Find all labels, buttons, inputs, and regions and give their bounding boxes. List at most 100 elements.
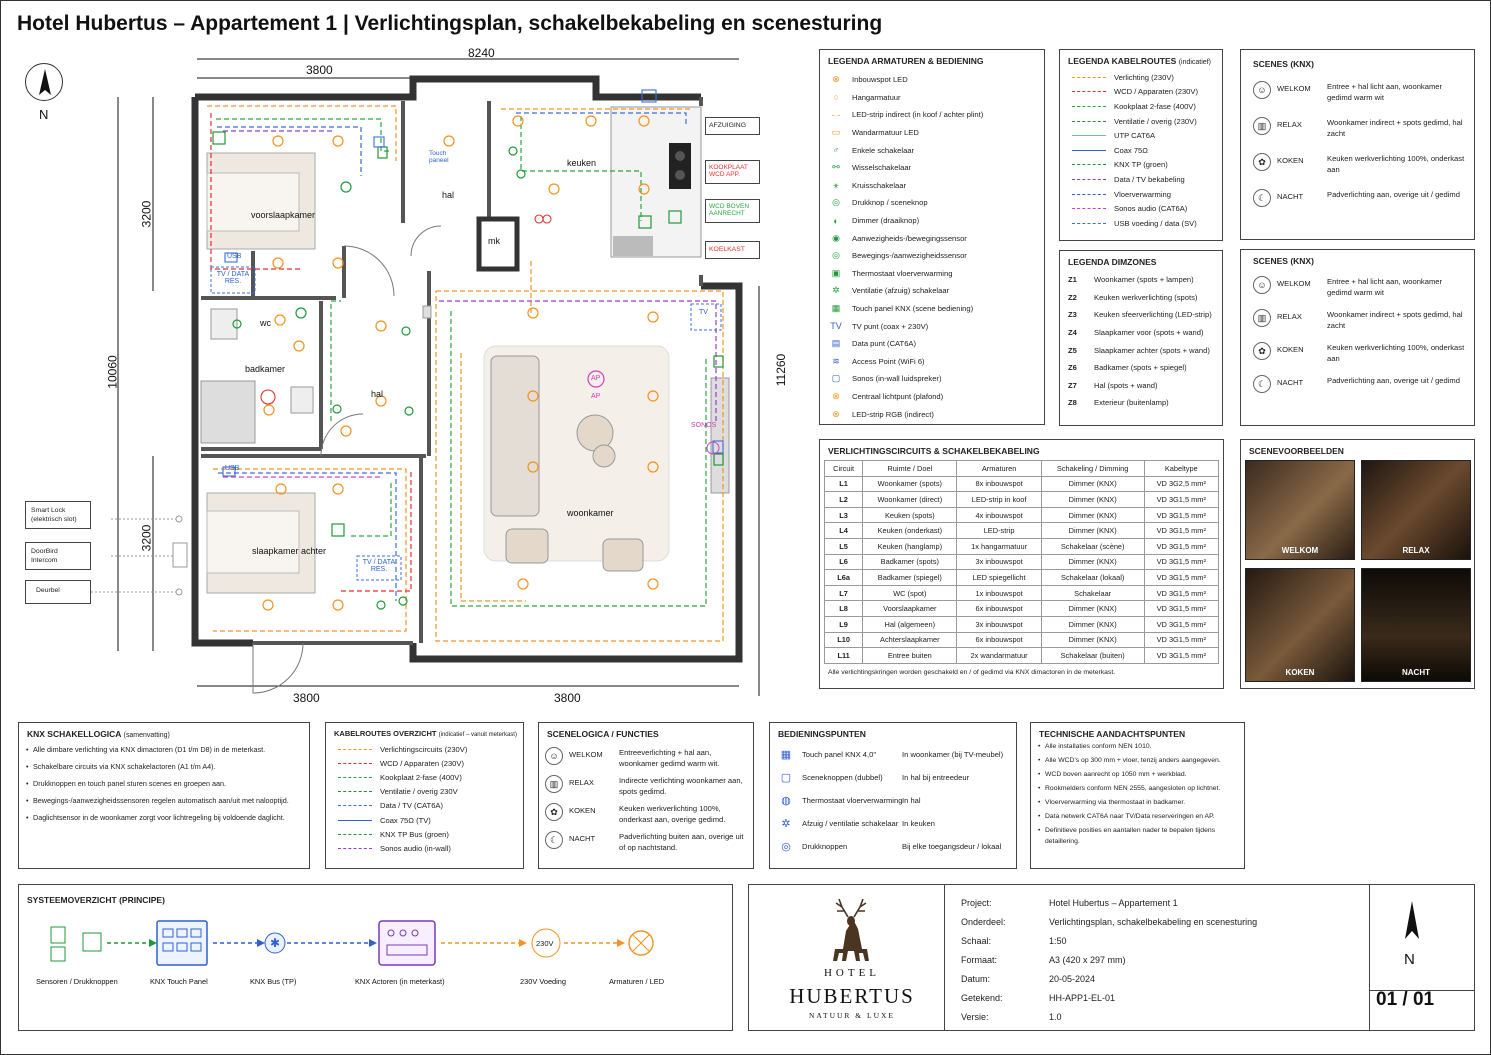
tb-north-arrow-icon (1405, 901, 1419, 939)
title-block: HOTEL HUBERTUS NATUUR & LUXE Project:Hot… (748, 884, 1475, 1031)
legend-armatuur-label: Touch panel KNX (scene bediening) (852, 304, 974, 314)
cable-legend-label: Data / TV bekabeling (1114, 174, 1185, 184)
bullet-item: •Alle WCD's op 300 mm + vloer, tenzij an… (1031, 755, 1244, 766)
room-badkamer: badkamer (245, 364, 286, 374)
dim-left-upper: 3200 (139, 200, 154, 228)
cable-legend-row: KNX TP Bus (groen) (326, 827, 523, 841)
cable-legend-label: KNX TP (groen) (1114, 160, 1168, 170)
legend-armatuur-icon: ⚹ (833, 179, 839, 190)
scenelogica-title: SCENELOGICA / FUNCTIES (547, 729, 659, 739)
circuits-cell: Schakelaar (scène) (1040, 537, 1145, 555)
circuits-cell: VD 3G1,5 mm² (1143, 522, 1220, 539)
circuits-title: VERLICHTINGSCIRCUITS & SCHAKELBEKABELING (828, 446, 1040, 456)
circuits-cell: L3 (823, 506, 864, 524)
bediening-row: ▢Sceneknoppen (dubbel)In hal bij entreed… (770, 766, 1016, 789)
circuits-cell: 6x inbouwspot (956, 631, 1042, 649)
kabelroutes-panel: KABELROUTES OVERZICHT (indicatief – vanu… (325, 722, 524, 869)
scene-name: KOKEN (1277, 156, 1304, 165)
cable-legend-label: Ventilatie / overig (230V) (1114, 116, 1197, 126)
cable-legend-row: Data / TV (CAT6A) (326, 799, 523, 813)
scene-name: RELAX (569, 778, 594, 787)
legend-armatuur-icon: ◐ (833, 215, 839, 226)
circuits-cell: Woonkamer (spots) (862, 475, 958, 493)
scenes-1-title: SCENES (KNX) (1253, 59, 1314, 69)
cable-legend-row: UTP CAT6A (1060, 128, 1222, 143)
cable-legend-label: Verlichting (230V) (1114, 72, 1174, 82)
legend-armatuur-label: Kruisschakelaar (852, 180, 907, 190)
bediening-title: BEDIENINGSPUNTEN (778, 729, 866, 739)
knx-logic-list: •Alle dimbare verlichting via KNX dimact… (19, 743, 309, 825)
legend-armatuur-icon: ⚯ (832, 162, 840, 173)
legend-armatuur-row: ◉Aanwezigheids-/bewegingssensor (820, 229, 1044, 247)
bullet-dot: • (1038, 743, 1041, 750)
scene-desc: Woonkamer indirect + spots gedimd, hal z… (1327, 118, 1463, 138)
legend-kabel-title: LEGENDA KABELROUTES (1068, 56, 1177, 66)
legend-armatuur-label: Bewegings-/aanwezigheidssensor (852, 251, 967, 261)
circuits-cell: 6x inbouwspot (956, 600, 1042, 617)
dim-left-total: 10060 (105, 355, 120, 389)
circuits-cell: Woonkamer (direct) (862, 491, 958, 508)
scene-icon: ☾ (1253, 375, 1271, 393)
node-knx-actoren: KNX Actoren (in meterkast) (355, 977, 445, 986)
circuits-cell: Entree buiten (862, 647, 958, 664)
circuits-header-cell: Ruimte / Doel (862, 460, 958, 477)
circuits-cell: L6a (823, 569, 864, 586)
legend-armatuur-icon: - - (831, 109, 841, 120)
legend-armatuur-row: ◎Drukknop / sceneknop (820, 194, 1044, 212)
scene-name: WELKOM (1277, 84, 1311, 93)
legend-armatuur-icon: ✲ (832, 285, 840, 296)
cable-legend-row: Ventilatie / overig (230V) (1060, 114, 1222, 129)
bediening-label: Drukknoppen (802, 842, 848, 851)
scene-row: ☺ WELKOM Entree + hal licht aan, woonkamer… (1245, 73, 1474, 109)
circuits-cell: VD 3G1,5 mm² (1143, 647, 1220, 664)
ap-label-2: AP (591, 393, 601, 400)
scene-icon: ☺ (1253, 276, 1271, 294)
scene-name: KOKEN (1277, 345, 1304, 354)
room-hal-mid: hal (371, 389, 384, 399)
legend-armatuur-label: Hangarmatuur (852, 92, 901, 102)
cable-legend-label: USB voeding / data (SV) (1114, 218, 1197, 228)
bullet-dot: • (1038, 785, 1041, 792)
bediening-location: In hal bij entreedeur (902, 773, 970, 782)
legend-armatuur-label: Ventilatie (afzuig) schakelaar (852, 286, 950, 296)
cable-line-swatch (1072, 120, 1106, 122)
legend-armatuur-icon: ○ (833, 92, 839, 103)
circuits-cell: VD 3G1,5 mm² (1143, 631, 1220, 649)
cable-legend-row: Data / TV bekabeling (1060, 172, 1222, 187)
cable-legend-row: KNX TP (groen) (1060, 158, 1222, 173)
cable-legend-row: Coax 75Ω (TV) (326, 813, 523, 827)
cable-line-swatch (338, 762, 372, 764)
cable-legend-label: Coax 75Ω (TV) (380, 815, 431, 825)
scene-desc: Entree + hal licht aan, woonkamer gedimd… (1327, 82, 1443, 102)
technisch-list: •Alle installaties conform NEN 1010.•All… (1031, 741, 1244, 847)
room-wc: wc (260, 318, 271, 328)
circuits-cell: Schakelaar (1040, 584, 1145, 602)
circuits-cell: Dimmer (KNX) (1040, 475, 1145, 493)
scene-icon: ☺ (1253, 81, 1271, 99)
dimzone-code: Z1 (1068, 275, 1077, 285)
legend-armatuur-icon: TV (830, 321, 842, 332)
bullet-text: Alle WCD's op 300 mm + vloer, tenzij and… (1045, 757, 1221, 764)
svg-text:✱: ✱ (270, 936, 280, 950)
circuits-header-cell: Circuit (823, 460, 864, 477)
circuits-cell: Achterslaapkamer (862, 631, 958, 649)
title-block-value: Verlichtingsplan, schakelbekabeling en s… (1049, 916, 1258, 927)
sheet-number: 01 / 01 (1376, 989, 1435, 1010)
legend-armatuur-label: Dimmer (draaiknop) (852, 216, 920, 226)
systeem-title: SYSTEEMOVERZICHT (PRINCIPE) (27, 895, 165, 905)
circuits-cell: 3x inbouwspot (956, 553, 1042, 571)
legend-kabel: LEGENDA KABELROUTES (indicatief) Verlich… (1059, 49, 1223, 241)
bullet-item: •Definitieve posities en aantallen nader… (1031, 825, 1244, 847)
